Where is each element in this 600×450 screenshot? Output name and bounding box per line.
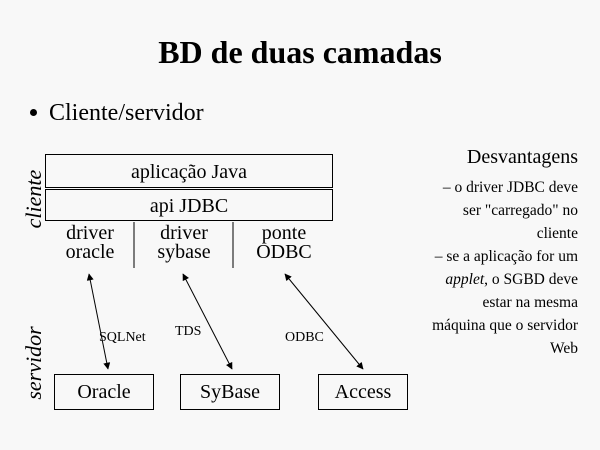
- disadvantage-2-line: Web: [549, 340, 578, 357]
- disadvantages-heading: Desvantagens: [466, 146, 578, 168]
- database-oracle: Oracle: [54, 374, 154, 410]
- applet-term: applet: [445, 271, 485, 288]
- bridge-odbc: ponte ODBC: [238, 222, 330, 263]
- protocol-tds: TDS: [175, 324, 202, 339]
- driver-oracle-line2: oracle: [65, 241, 115, 263]
- disadvantage-2-text: , o SGBD deve: [484, 271, 578, 288]
- disadvantage-1-line: ser "carregado" no: [462, 202, 578, 219]
- disadvantage-1-line: – o driver JDBC deve: [442, 179, 578, 196]
- driver-oracle-line1: driver: [66, 222, 114, 244]
- disadvantages-list: – o driver JDBC deve ser "carregado" no …: [363, 176, 578, 360]
- disadvantage-2-line: estar na mesma: [482, 294, 578, 311]
- arrow-sybase: [182, 273, 233, 370]
- disadvantage-1-line: cliente: [536, 225, 578, 242]
- bridge-odbc-line1: ponte: [261, 222, 307, 244]
- driver-oracle: driver oracle: [45, 222, 135, 263]
- driver-sybase-line2: sybase: [157, 241, 211, 263]
- disadvantage-2-line: máquina que o servidor: [432, 317, 578, 334]
- slide-title: BD de duas camadas: [158, 34, 442, 70]
- bullet-client-server: Cliente/servidor: [30, 100, 204, 127]
- driver-sybase: driver sybase: [138, 222, 230, 263]
- bullet-dot: [30, 108, 37, 116]
- layer-java-application: aplicação Java: [45, 154, 333, 188]
- database-access: Access: [318, 374, 408, 410]
- bullet-text: Cliente/servidor: [49, 100, 204, 126]
- arrow-access: [284, 273, 364, 370]
- database-sybase: SyBase: [180, 374, 280, 410]
- bridge-odbc-line2: ODBC: [256, 241, 312, 263]
- layer-jdbc-api: api JDBC: [45, 189, 333, 221]
- disadvantage-2: – se a aplicação for um applet, o SGBD d…: [363, 245, 578, 360]
- protocol-odbc: ODBC: [285, 330, 324, 345]
- disadvantage-2-line: applet, o SGBD deve: [363, 268, 578, 291]
- disadvantage-2-line: – se a aplicação for um: [434, 248, 578, 265]
- protocol-sqlnet: SQLNet: [99, 330, 146, 345]
- driver-sybase-line1: driver: [160, 222, 208, 244]
- arrow-oracle: [86, 273, 111, 370]
- disadvantage-1: – o driver JDBC deve ser "carregado" no …: [363, 176, 578, 245]
